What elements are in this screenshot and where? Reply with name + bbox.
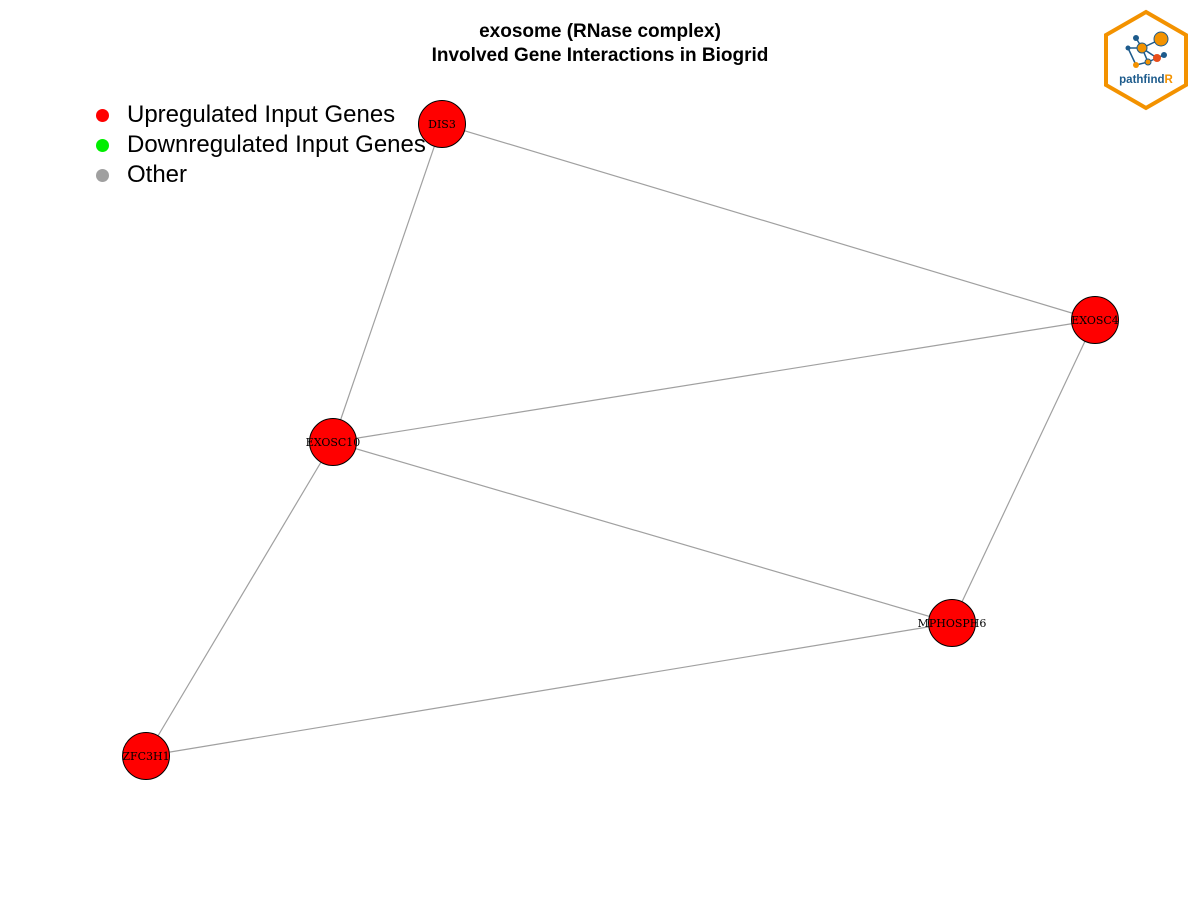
node-exosc4[interactable]: EXOSC4 <box>1071 296 1119 344</box>
legend-label-other: Other <box>127 161 188 188</box>
node-circle[interactable] <box>1071 296 1119 344</box>
legend-label-downregulated: Downregulated Input Genes <box>127 131 426 158</box>
node-circle[interactable] <box>928 599 976 647</box>
legend-dot-other <box>96 168 109 182</box>
edge-zfc3h1-mphosph6 <box>145 622 953 757</box>
svg-text:pathfindR: pathfindR <box>1119 74 1173 86</box>
edges-layer <box>145 123 1096 757</box>
edge-exosc10-zfc3h1 <box>145 441 334 757</box>
node-circle[interactable] <box>122 732 170 780</box>
node-dis3[interactable]: DIS3 <box>418 100 466 148</box>
logo-text-accent: R <box>1165 74 1174 86</box>
legend-label-upregulated: Upregulated Input Genes <box>127 101 396 128</box>
node-circle[interactable] <box>418 100 466 148</box>
legend-item-downregulated: Downregulated Input Genes <box>96 130 426 160</box>
node-label: ZFC3H1 <box>122 750 169 763</box>
pathfindr-logo: pathfindR <box>1104 9 1188 111</box>
node-mphosph6[interactable]: MPHOSPH6 <box>918 599 987 647</box>
legend-dot-upregulated <box>96 108 109 122</box>
legend-item-upregulated: Upregulated Input Genes <box>96 100 426 130</box>
edge-dis3-exosc4 <box>441 123 1096 321</box>
legend: Upregulated Input Genes Downregulated In… <box>96 100 426 190</box>
legend-item-other: Other <box>96 160 426 190</box>
edge-dis3-exosc10 <box>332 123 443 443</box>
logo-text: pathfind <box>1119 74 1164 86</box>
node-circle[interactable] <box>309 418 357 466</box>
node-label: MPHOSPH6 <box>918 617 987 630</box>
diagram-title: exosome (RNase complex) Involved Gene In… <box>0 20 1200 68</box>
title-line-2: Involved Gene Interactions in Biogrid <box>431 45 769 66</box>
node-zfc3h1[interactable]: ZFC3H1 <box>122 732 170 780</box>
legend-dot-downregulated <box>96 138 109 152</box>
node-exosc10[interactable]: EXOSC10 <box>306 418 361 466</box>
node-label: DIS3 <box>428 118 456 131</box>
node-label: EXOSC4 <box>1071 314 1119 327</box>
edge-exosc4-mphosph6 <box>951 319 1096 624</box>
title-line-1: exosome (RNase complex) <box>479 21 721 42</box>
edge-exosc10-exosc4 <box>332 319 1096 443</box>
node-label: EXOSC10 <box>306 436 361 449</box>
edge-exosc10-mphosph6 <box>332 441 953 624</box>
